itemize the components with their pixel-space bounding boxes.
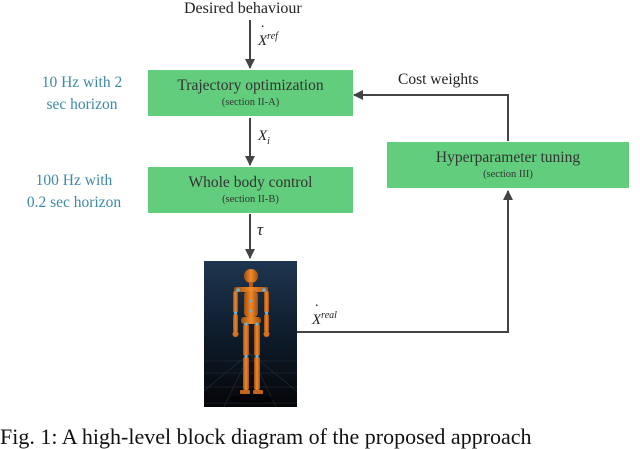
robot-simulation-image (204, 261, 297, 407)
cost-weights-label: Cost weights (398, 71, 479, 88)
trajectory-rate-line2: sec horizon (46, 96, 118, 113)
whole-body-rate-line2: 0.2 sec horizon (26, 194, 122, 211)
hyperparameter-tuning-title: Hyperparameter tuning (435, 149, 581, 166)
x-ref-symbol: X (258, 23, 267, 50)
x-ref-label: Xref (258, 23, 278, 50)
whole-body-rate-label: 100 Hz with 0.2 sec horizon (4, 170, 144, 214)
trajectory-rate-label: 10 Hz with 2 sec horizon (26, 72, 138, 116)
whole-body-rate-line1: 100 Hz with (35, 172, 113, 189)
hyperparameter-tuning-block: Hyperparameter tuning (section III) (387, 142, 629, 188)
whole-body-control-block: Whole body control (section II-B) (148, 167, 353, 213)
trajectory-optimization-section: (section II-A) (221, 97, 280, 108)
arrow-robot-to-hyperparam (297, 190, 513, 333)
humanoid-robot-illustration (204, 261, 297, 407)
x-i-label: Xi (258, 128, 270, 147)
x-i-subscript: i (267, 136, 270, 147)
whole-body-control-title: Whole body control (188, 174, 313, 191)
x-ref-superscript: ref (267, 31, 278, 42)
whole-body-control-section: (section II-B) (222, 194, 279, 205)
arrow-hyperparam-to-trajectory (353, 90, 509, 141)
x-real-symbol: X (312, 302, 321, 329)
x-real-label: Xreal (312, 302, 337, 329)
tau-label: τ (257, 220, 264, 239)
x-i-symbol: X (258, 128, 268, 144)
trajectory-optimization-block: Trajectory optimization (section II-A) (148, 70, 353, 116)
input-label: Desired behaviour (184, 0, 302, 17)
hyperparameter-tuning-section: (section III) (483, 169, 533, 180)
x-real-superscript: real (321, 310, 337, 321)
figure-caption: Fig. 1: A high-level block diagram of th… (0, 424, 532, 449)
trajectory-rate-line1: 10 Hz with 2 (41, 74, 123, 91)
trajectory-optimization-title: Trajectory optimization (177, 77, 324, 94)
